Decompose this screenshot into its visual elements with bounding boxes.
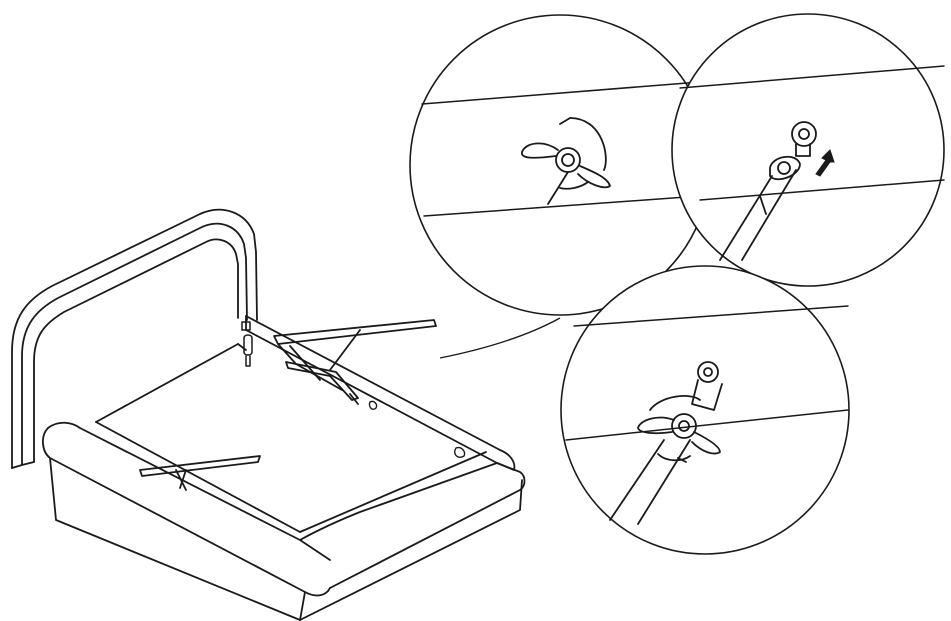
headboard bbox=[11, 208, 258, 469]
gas-strut-attach-icon bbox=[719, 121, 817, 261]
base-platform bbox=[95, 343, 301, 533]
wing-nut-unscrew-icon bbox=[521, 117, 611, 205]
callout-leader-line bbox=[439, 317, 561, 359]
callout-circle-step-2 bbox=[671, 13, 945, 287]
callout-circle-step-3 bbox=[560, 265, 850, 555]
footboard bbox=[42, 421, 526, 621]
headboard-bolt bbox=[241, 321, 253, 367]
callout-circle-step-1 bbox=[409, 14, 711, 316]
bed-frame-illustration bbox=[11, 208, 526, 621]
push-up-arrow-icon bbox=[815, 149, 835, 177]
base-inner-edge bbox=[299, 451, 487, 533]
fitting-hole bbox=[368, 400, 378, 411]
lift-mechanism-upper bbox=[273, 319, 437, 405]
lift-mechanism-lower bbox=[139, 455, 261, 491]
wing-nut-tighten-icon bbox=[609, 361, 723, 525]
fitting-bracket bbox=[454, 446, 466, 458]
side-rail-far bbox=[245, 315, 516, 471]
